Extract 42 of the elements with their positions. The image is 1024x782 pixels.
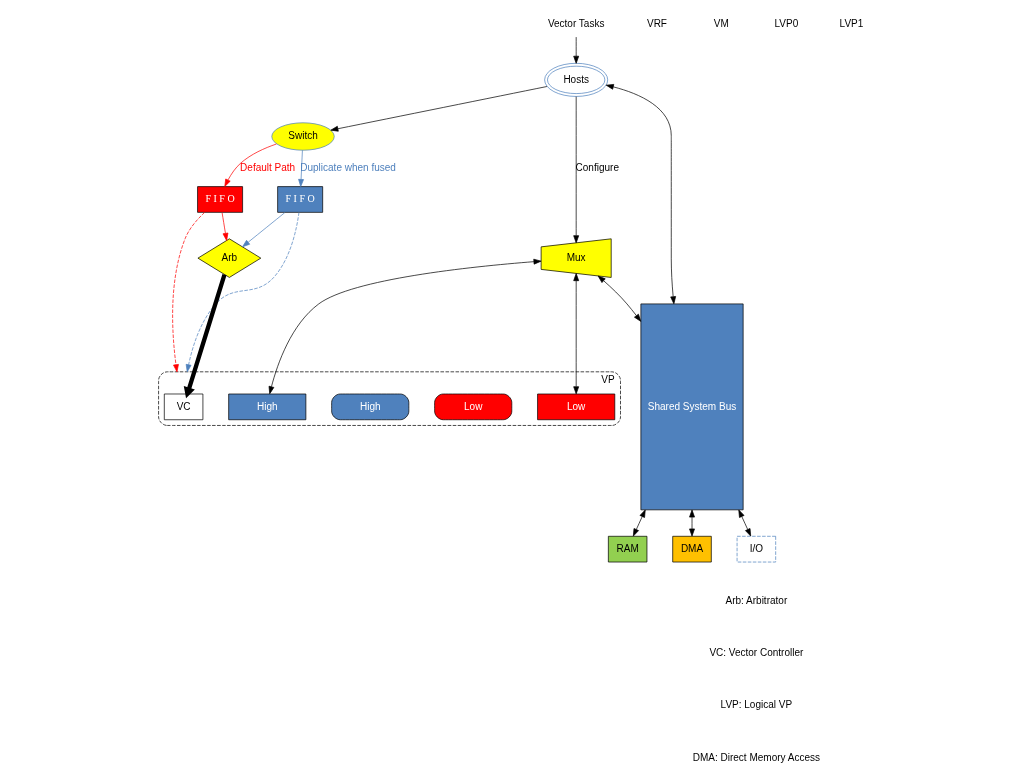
arrow	[183, 273, 227, 399]
node-box: F I F O	[197, 186, 243, 213]
arrow	[573, 96, 580, 244]
arrow	[573, 273, 580, 395]
node-box: Shared System Bus	[640, 303, 744, 511]
label: VRF	[646, 17, 667, 29]
label: LVP: Logical VP	[720, 699, 793, 711]
node-box: Low	[537, 393, 616, 421]
edge-label: Default Path	[240, 162, 296, 174]
node-ellipse: Switch	[271, 122, 335, 151]
node-box: RAM	[608, 535, 648, 563]
label: LVP0	[774, 17, 799, 29]
arrow	[738, 509, 752, 537]
node-box: F I F O	[277, 186, 324, 213]
node-text: Vector Tasks	[547, 17, 605, 29]
label: LVP1	[839, 17, 864, 29]
node-box: High	[228, 393, 307, 421]
arrow	[268, 258, 542, 395]
arrow	[597, 275, 642, 322]
node-box: High	[331, 393, 410, 421]
node-box: Low	[434, 393, 513, 421]
arrow	[221, 212, 229, 241]
label: DMA: Direct Memory Access	[692, 751, 820, 763]
node-box: I/O	[736, 535, 777, 563]
arrow	[689, 509, 695, 537]
arrow	[298, 149, 304, 187]
label: VC: Vector Controller	[709, 647, 804, 659]
arrow	[632, 509, 646, 537]
node-box: VC	[163, 393, 204, 421]
arrow	[242, 212, 286, 248]
node-box: Mux	[540, 238, 612, 278]
node-box: DMA	[672, 535, 712, 563]
arrow	[330, 86, 548, 132]
arrow	[185, 212, 300, 373]
arrow	[224, 143, 277, 187]
arrow	[605, 84, 676, 305]
arrow	[573, 36, 580, 64]
edge-label: Configure	[575, 162, 619, 174]
arrow	[172, 212, 205, 373]
edge-label: Duplicate when fused	[300, 162, 396, 174]
label: VM	[713, 17, 729, 29]
label: Arb: Arbitrator	[725, 595, 788, 607]
